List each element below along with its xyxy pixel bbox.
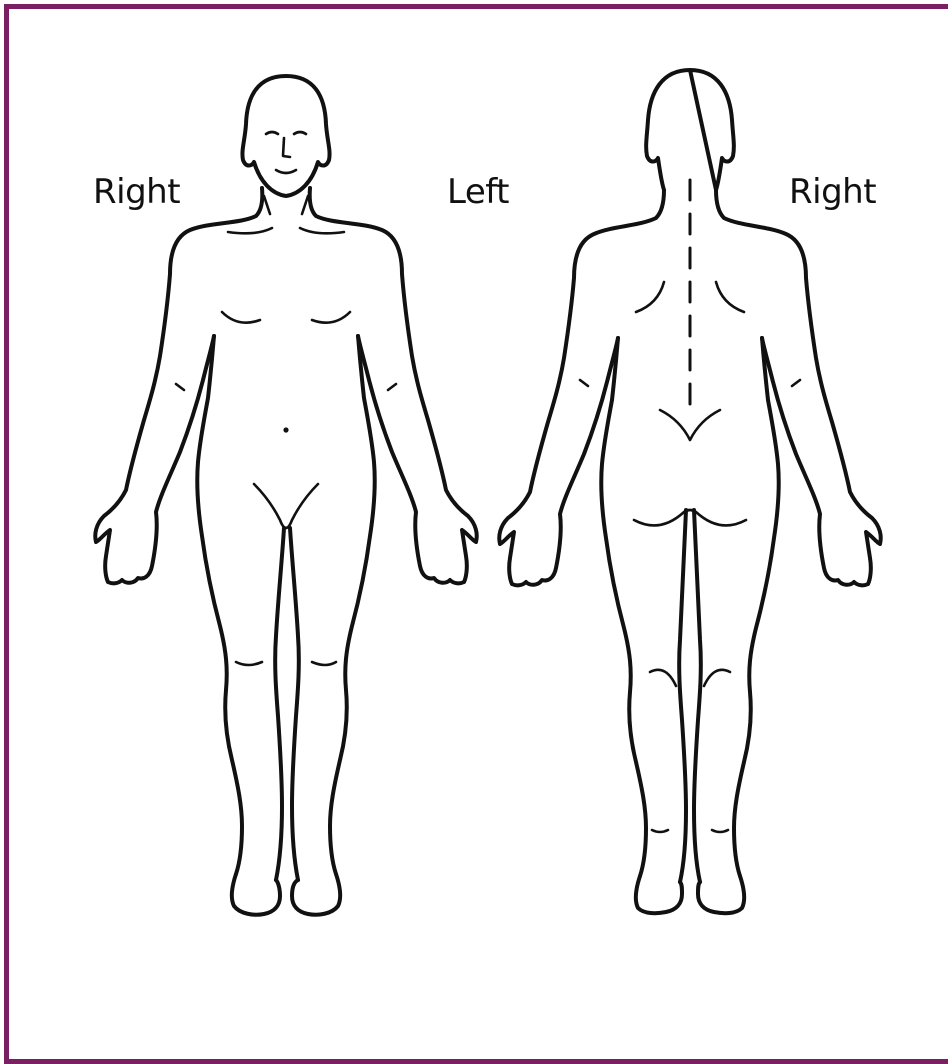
back-left-side — [499, 190, 664, 585]
back-right-side — [716, 190, 881, 585]
back-knees — [650, 670, 730, 686]
back-buttocks — [634, 510, 746, 525]
back-inner-leg-right — [694, 510, 701, 882]
back-foot-left — [636, 876, 682, 913]
back-ankles — [652, 830, 728, 832]
back-body-outline — [499, 70, 880, 913]
back-head — [646, 70, 734, 190]
back-foot-right — [698, 876, 744, 913]
back-inner-leg-left — [679, 510, 686, 882]
back-lower-v — [660, 410, 720, 440]
back-torso-right — [734, 338, 779, 876]
back-torso-left — [601, 338, 646, 876]
